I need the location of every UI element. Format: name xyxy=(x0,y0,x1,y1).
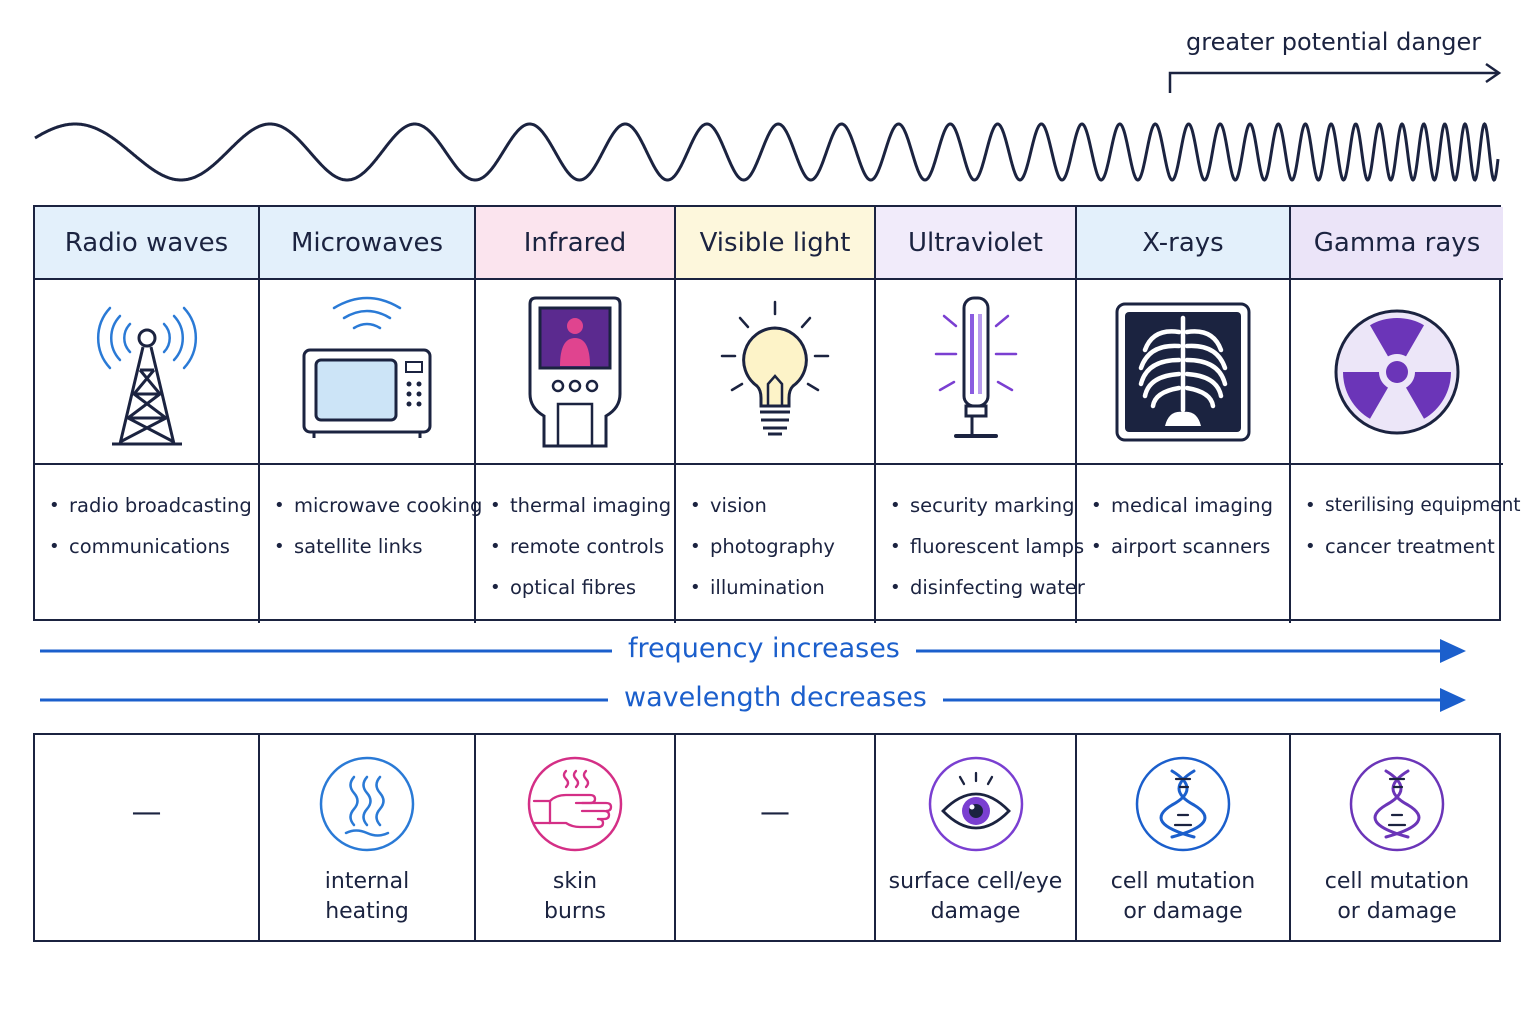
uses-ultraviolet: security marking fluorescent lamps disin… xyxy=(876,465,1085,623)
effect-infrared: skin burns xyxy=(476,735,676,940)
use-item: fluorescent lamps xyxy=(890,526,1084,567)
ultraviolet-icon-cell xyxy=(876,280,1077,465)
eye-icon xyxy=(928,756,1023,852)
visible-icon-cell xyxy=(676,280,876,465)
uses-infrared: thermal imaging remote controls optical … xyxy=(476,465,676,623)
effect-radio: — xyxy=(35,735,260,940)
danger-label: greater potential danger xyxy=(1186,28,1482,56)
wavelength-arrow-head xyxy=(1440,688,1466,712)
use-item: illumination xyxy=(690,567,874,608)
uses-gamma: sterilising equipment cancer treatment xyxy=(1291,465,1521,623)
wavelength-label: wavelength decreases xyxy=(608,682,943,713)
use-item: airport scanners xyxy=(1091,526,1289,567)
gamma-icon-cell xyxy=(1291,280,1503,465)
xray-icon-cell xyxy=(1077,280,1291,465)
xray-ribcage-icon xyxy=(1115,302,1251,441)
use-item: thermal imaging xyxy=(490,485,674,526)
header-microwaves: Microwaves xyxy=(260,207,476,280)
uv-lamp-icon xyxy=(934,296,1017,438)
uses-visible: vision photography illumination xyxy=(676,465,876,623)
effect-text: cell mutation or damage xyxy=(1324,869,1470,924)
spectrum-wave xyxy=(34,122,1500,182)
frequency-label: frequency increases xyxy=(612,633,916,664)
use-item: communications xyxy=(49,526,258,567)
effect-none: — xyxy=(760,795,790,830)
radio-tower-icon xyxy=(96,306,197,445)
uses-xrays: medical imaging airport scanners xyxy=(1077,465,1291,623)
header-visible: Visible light xyxy=(676,207,876,280)
spectrum-table: Radio waves Microwaves Infrared Visible … xyxy=(33,205,1521,623)
header-infrared: Infrared xyxy=(476,207,676,280)
effect-microwaves: internal heating xyxy=(260,735,476,940)
effect-text: cell mutation or damage xyxy=(1110,869,1256,924)
use-item: cancer treatment xyxy=(1305,526,1503,567)
infrared-icon-cell xyxy=(476,280,676,465)
effect-text: skin burns xyxy=(544,869,606,924)
microwave-oven-icon xyxy=(302,296,432,438)
header-xrays: X-rays xyxy=(1077,207,1291,280)
use-item: disinfecting water xyxy=(890,567,1085,608)
use-item: photography xyxy=(690,526,874,567)
uses-radio: radio broadcasting communications xyxy=(35,465,260,623)
uses-microwaves: microwave cooking satellite links xyxy=(260,465,482,623)
danger-arrow xyxy=(34,62,1502,182)
effect-xrays: cell mutation or damage xyxy=(1077,735,1291,940)
effect-ultraviolet: surface cell/eye damage xyxy=(876,735,1077,940)
use-item: satellite links xyxy=(274,526,474,567)
header-radio: Radio waves xyxy=(35,207,260,280)
use-item: radio broadcasting xyxy=(49,485,258,526)
effect-text: internal heating xyxy=(324,869,410,924)
light-bulb-icon xyxy=(720,300,830,435)
use-item: security marking xyxy=(890,485,1075,526)
effects-table: — internal heating skin burn xyxy=(33,733,1501,942)
effect-visible: — xyxy=(676,735,876,940)
use-item: optical fibres xyxy=(490,567,674,608)
dna-icon xyxy=(1349,756,1445,852)
effect-gamma: cell mutation or damage xyxy=(1291,735,1503,940)
burned-hand-icon xyxy=(527,756,623,852)
header-ultraviolet: Ultraviolet xyxy=(876,207,1077,280)
radio-icon-cell xyxy=(35,280,260,465)
frequency-arrow-head xyxy=(1440,639,1466,663)
thermal-camera-icon xyxy=(528,296,622,447)
dna-icon xyxy=(1135,756,1231,852)
header-gamma: Gamma rays xyxy=(1291,207,1503,280)
effect-text: surface cell/eye damage xyxy=(888,869,1063,924)
use-item: remote controls xyxy=(490,526,674,567)
use-item: microwave cooking xyxy=(274,485,482,526)
use-item: vision xyxy=(690,485,874,526)
use-item: medical imaging xyxy=(1091,485,1289,526)
microwave-icon-cell xyxy=(260,280,476,465)
heat-waves-icon xyxy=(319,756,415,852)
radiation-symbol-icon xyxy=(1334,309,1460,434)
use-item: sterilising equipment xyxy=(1305,485,1521,526)
effect-none: — xyxy=(131,795,162,830)
